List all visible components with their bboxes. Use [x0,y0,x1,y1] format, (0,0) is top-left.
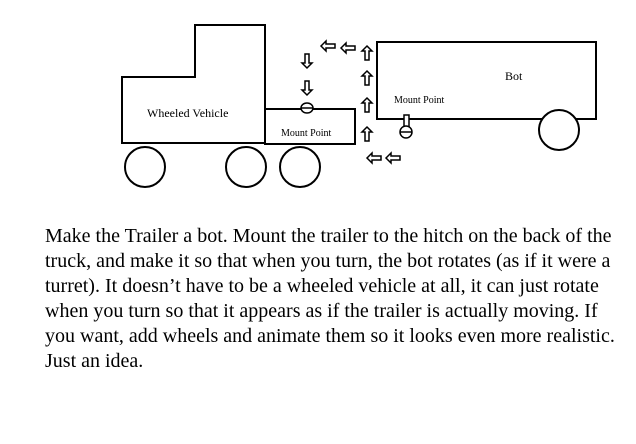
arrow-up-icon [361,70,373,86]
bot-label: Bot [505,69,523,83]
arrow-up-icon [361,97,373,113]
truck: Wheeled Vehicle Mount Point [121,24,356,188]
description-paragraph: Make the Trailer a bot. Mount the traile… [45,225,615,372]
wheeled-vehicle-label: Wheeled Vehicle [147,106,228,120]
bot-mount-point-label: Mount Point [394,95,445,106]
hitch-icon [300,102,314,114]
truck-cab [194,24,266,144]
bot-wheel [538,109,580,151]
truck-mount-point-label: Mount Point [281,128,332,139]
bot-trailer: Bot Mount Point [376,41,597,151]
arrow-left-icon [320,40,336,52]
arrow-down-icon [301,80,313,96]
bot-mount-ring-icon [399,114,413,139]
arrow-left-icon [340,42,356,54]
truck-wheel-middle [225,146,267,188]
truck-mount-point-box [264,108,356,145]
truck-wheel-rear [279,146,321,188]
arrow-up-icon [361,45,373,61]
arrow-up-icon [361,126,373,142]
trailer-mount-diagram: Wheeled Vehicle Mount Point Bot Mount Po… [121,24,597,188]
arrow-left-icon [366,152,382,164]
bot-body [376,41,597,120]
truck-wheel-front [124,146,166,188]
arrow-down-icon [301,53,313,69]
arrow-left-icon [385,152,401,164]
